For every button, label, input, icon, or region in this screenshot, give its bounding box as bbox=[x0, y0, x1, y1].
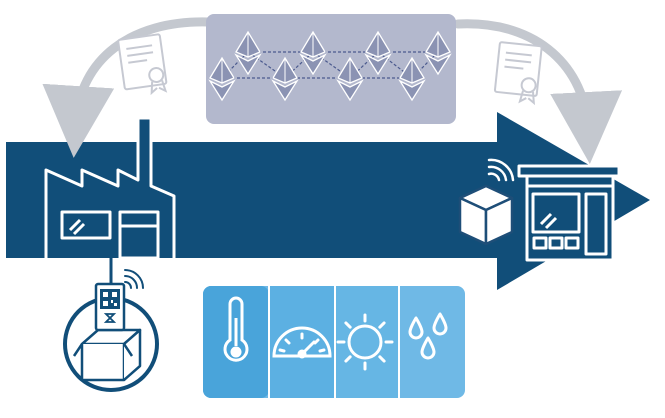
ethereum-node-icon bbox=[234, 30, 262, 76]
curved-arrow-right bbox=[453, 19, 623, 164]
sun-ray bbox=[378, 355, 386, 363]
ethereum-node-icon bbox=[424, 30, 452, 76]
certificate-icon bbox=[117, 33, 168, 96]
sensor-panel bbox=[203, 286, 465, 398]
factory-icon bbox=[44, 116, 176, 260]
ethereum-node-icon bbox=[336, 56, 364, 102]
sun-ray bbox=[344, 355, 352, 363]
ethereum-node-icon bbox=[208, 56, 236, 102]
qr-tag-box-icon bbox=[63, 269, 159, 392]
wifi-icon bbox=[487, 158, 515, 182]
store-icon bbox=[517, 164, 621, 262]
ethereum-node-icon bbox=[299, 30, 327, 76]
ethereum-node-icon bbox=[271, 56, 299, 102]
gauge-icon bbox=[272, 326, 332, 359]
certificate-icon bbox=[493, 41, 543, 106]
ethereum-network-icon bbox=[208, 30, 452, 102]
sun-ray bbox=[344, 321, 352, 329]
blockchain-panel bbox=[206, 14, 456, 124]
curved-arrow-left bbox=[42, 17, 213, 158]
wifi-icon bbox=[124, 269, 144, 289]
thermometer-icon bbox=[223, 296, 249, 362]
water-drops-icon bbox=[408, 312, 448, 360]
ethereum-node-icon bbox=[364, 30, 392, 76]
sun-ray bbox=[378, 321, 386, 329]
ethereum-node-icon bbox=[398, 56, 426, 102]
package-icon bbox=[458, 184, 514, 246]
sun-icon bbox=[336, 313, 394, 371]
qr-tag-icon bbox=[94, 282, 126, 332]
